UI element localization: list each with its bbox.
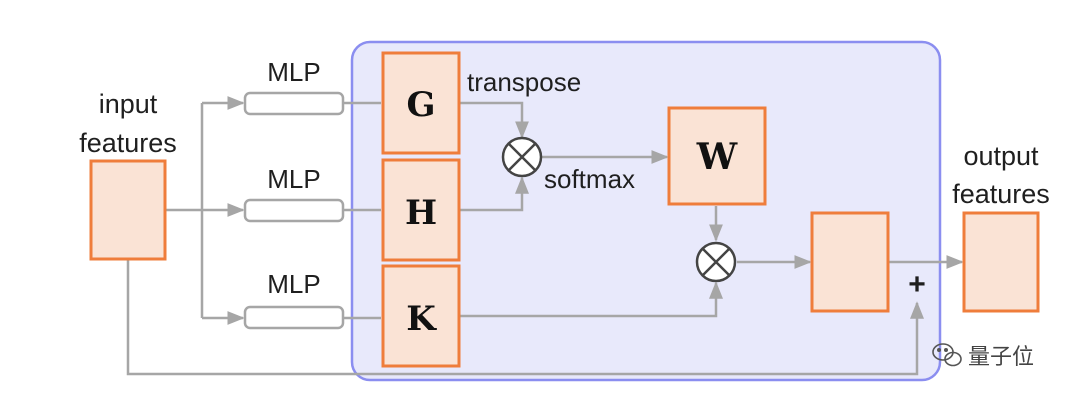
transpose-label: transpose	[467, 67, 581, 97]
g-box	[381, 51, 461, 155]
mlp-label-top: MLP	[267, 57, 320, 87]
g-to-multiply	[459, 101, 529, 139]
watermark-text: 量子位	[968, 345, 1034, 370]
input-label-line1: input	[99, 89, 158, 119]
h-to-multiply	[459, 176, 529, 212]
w-box	[667, 106, 767, 206]
softmax-label: softmax	[544, 164, 635, 194]
g-label: G	[406, 85, 435, 125]
wechat-icon	[932, 343, 962, 367]
skip-connection	[126, 260, 924, 376]
result-box	[810, 211, 890, 313]
mlp-label-bot: MLP	[267, 269, 320, 299]
input-features-box	[89, 159, 167, 261]
multiply-icon-2	[695, 241, 737, 283]
output-label-line1: output	[963, 141, 1039, 171]
k-box	[381, 264, 461, 368]
w-label: W	[696, 136, 738, 178]
k-label: K	[406, 299, 437, 339]
mlp-label-mid: MLP	[267, 164, 320, 194]
input-label-line2: features	[79, 128, 177, 158]
mlp-box-mid	[243, 198, 345, 223]
h-box	[381, 158, 461, 262]
output-label-line2: features	[952, 179, 1050, 209]
output-features-box	[962, 211, 1040, 313]
plus-sign: +	[908, 268, 926, 301]
k-to-multiply	[459, 281, 723, 318]
mlp-box-top	[243, 91, 345, 116]
h-label: H	[405, 193, 437, 233]
connectors	[126, 96, 964, 376]
multiply-icon-1	[501, 136, 543, 178]
mlp-box-bot	[243, 305, 345, 330]
